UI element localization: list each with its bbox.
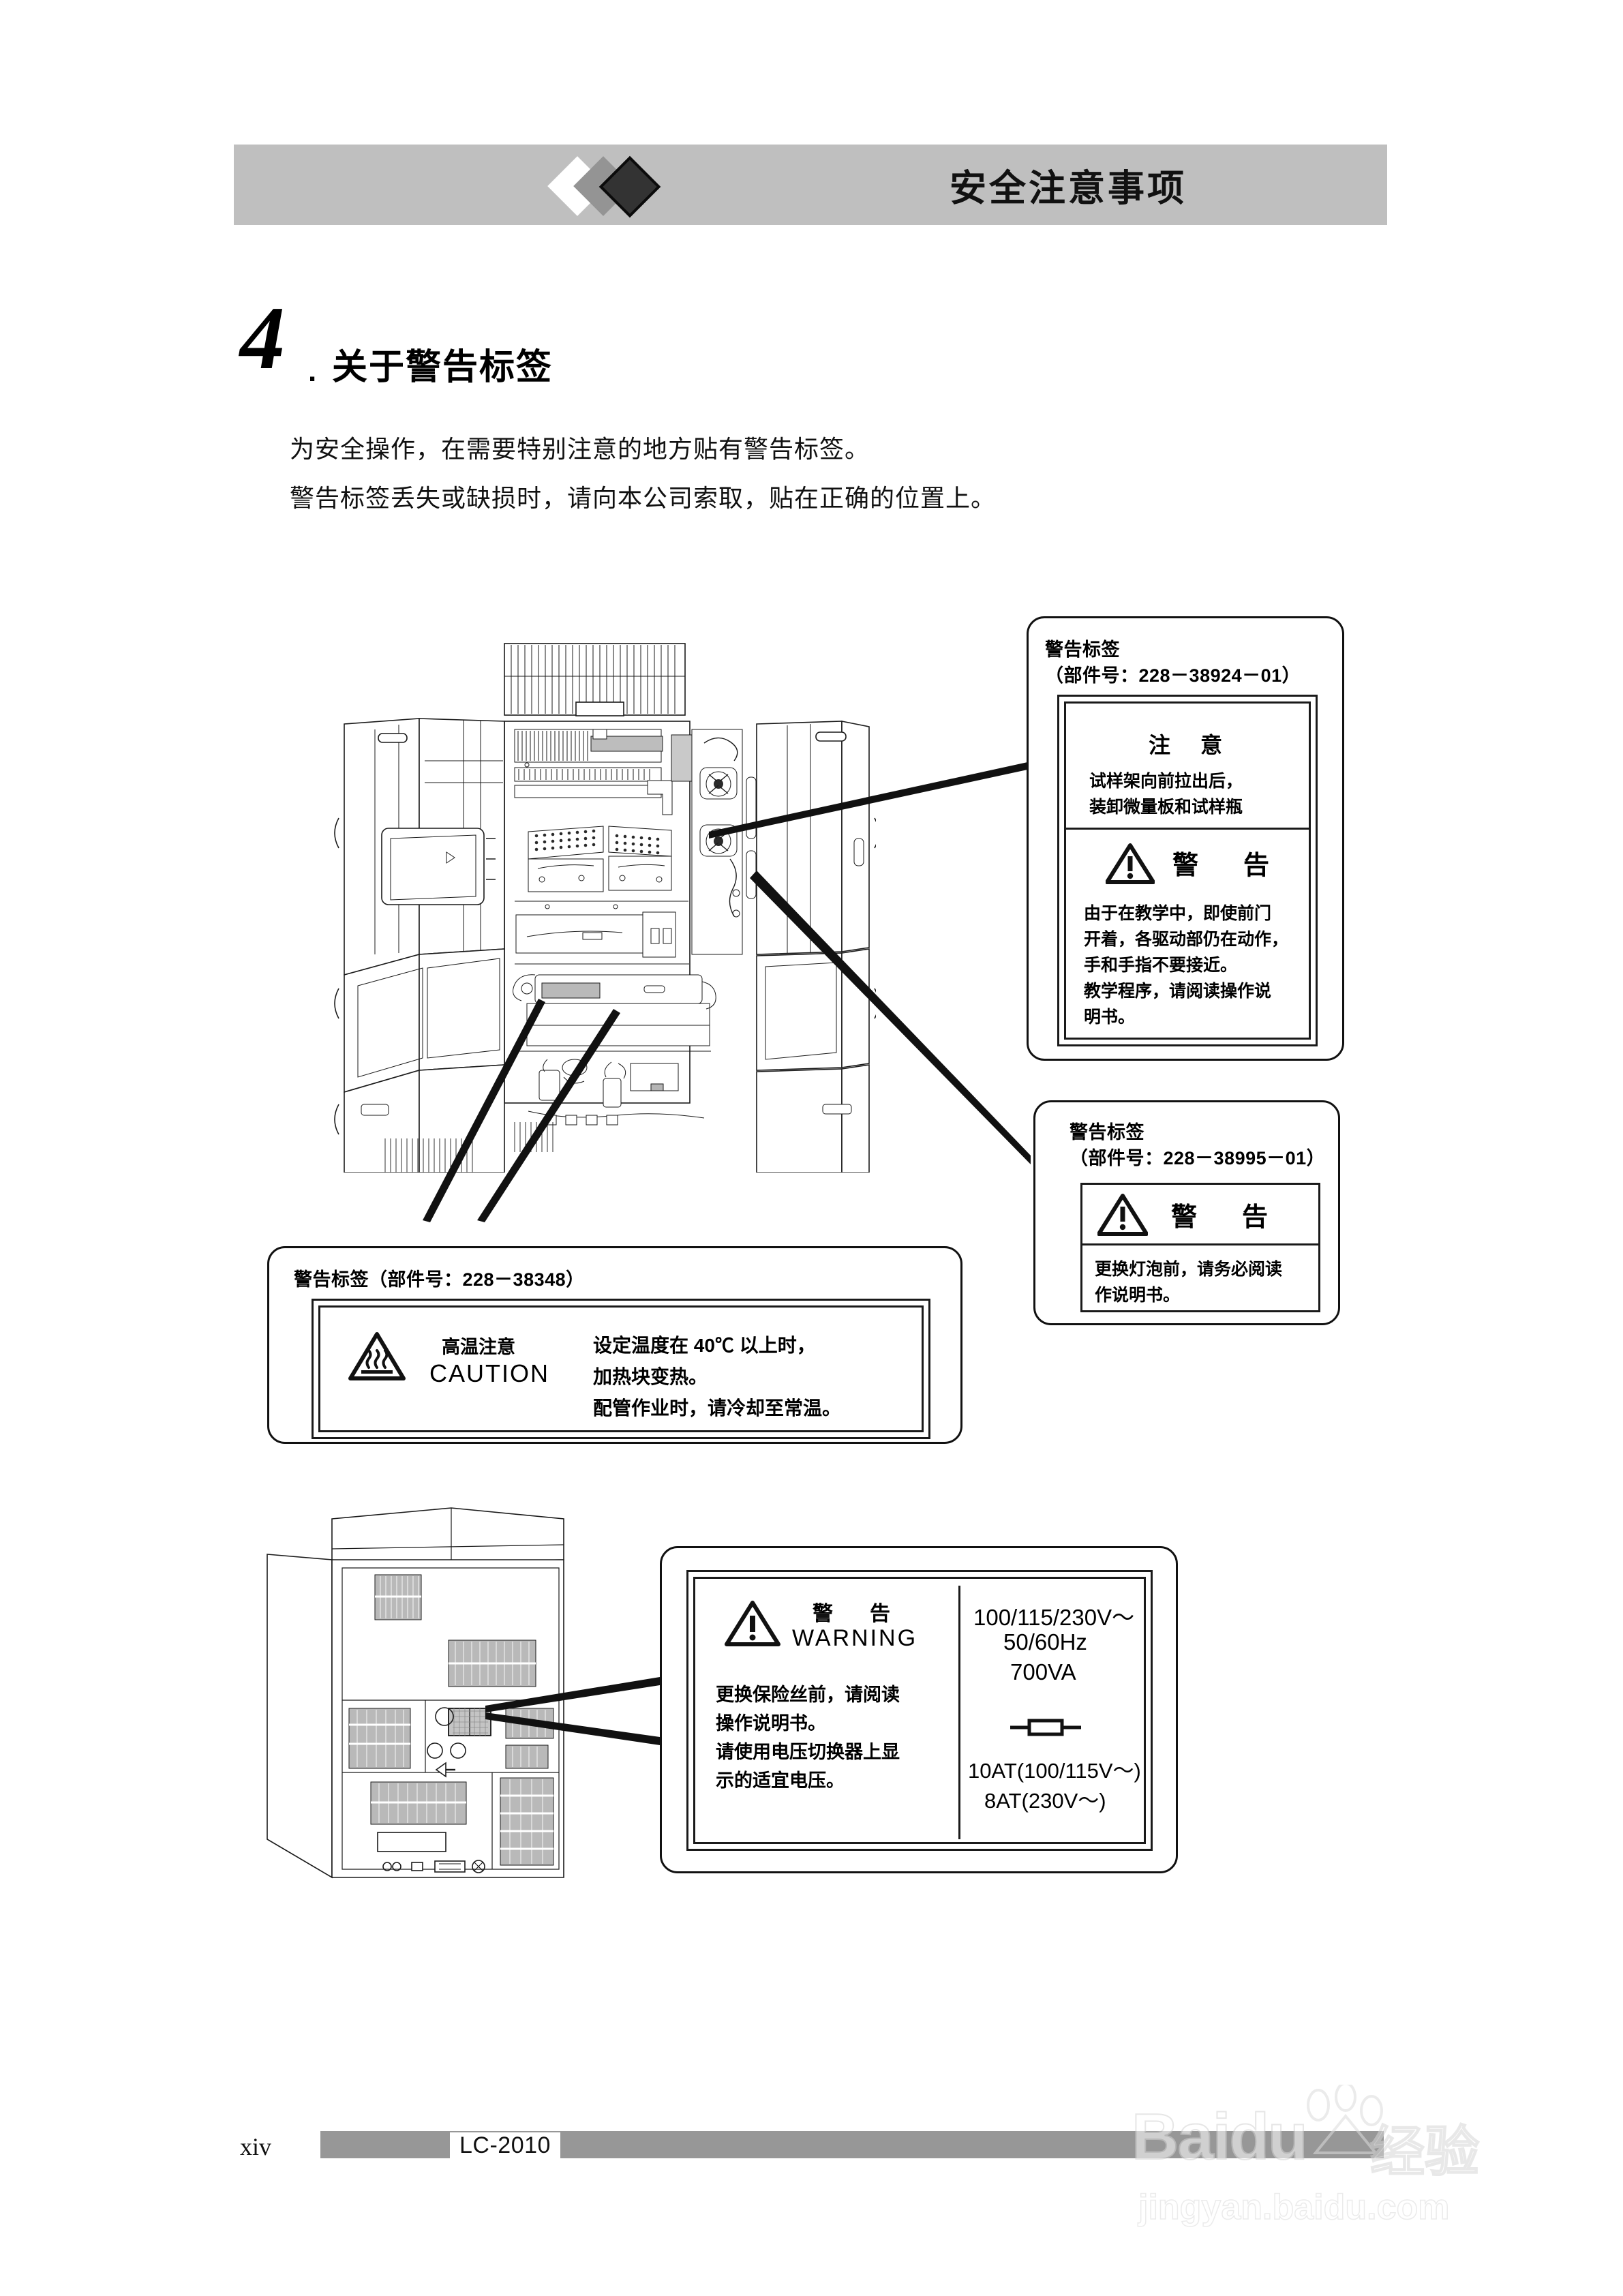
- label-a-caption-line2: （部件号：228－38924－01）: [1045, 665, 1301, 686]
- label-d-line-2: 操作说明书。: [716, 1713, 826, 1734]
- page-header-bar: 安全注意事项: [234, 145, 1387, 225]
- label-a-divider: [1066, 828, 1309, 830]
- warning-label-card-c: 警告标签（部件号：228－38348） 高温注意 CAUTION 设定温度在 4…: [267, 1246, 962, 1444]
- label-a-notice-line-1: 试样架向前拉出后，: [1089, 772, 1243, 791]
- page-title: 安全注意事项: [950, 168, 1187, 209]
- label-c-line-3: 配管作业时，请冷却至常温。: [593, 1398, 842, 1419]
- label-a-warning-line-5: 明书。: [1084, 1008, 1136, 1027]
- section-number: 4: [240, 288, 285, 388]
- label-d-warning-heading-cn: 警 告: [813, 1603, 898, 1625]
- fuse-icon: [1010, 1719, 1081, 1736]
- label-b-divider: [1082, 1243, 1318, 1245]
- label-c-sticker: 高温注意 CAUTION 设定温度在 40℃ 以上时， 加热块变热。 配管作业时…: [312, 1299, 930, 1439]
- label-d-rating-line-2: 50/60Hz: [1003, 1629, 1087, 1655]
- label-a-notice-line-2: 装卸微量板和试样瓶: [1089, 798, 1243, 817]
- label-b-warning-line-2: 作说明书。: [1095, 1286, 1181, 1305]
- label-d-warning-heading-en: WARNING: [792, 1625, 918, 1651]
- watermark-url: jingyan.baidu.com: [1138, 2187, 1450, 2228]
- label-a-notice-heading: 注 意: [1148, 733, 1226, 757]
- label-b-caption-line1: 警告标签: [1070, 1122, 1144, 1143]
- label-d-fuse-line-2: 8AT(230V〜): [984, 1789, 1106, 1813]
- model-code: LC-2010: [450, 2132, 560, 2159]
- warning-triangle-icon: [1106, 843, 1155, 884]
- label-a-warning-line-2: 开着，各驱动部仍在动作，: [1084, 930, 1289, 949]
- label-d-sticker: 警 告 WARNING 更换保险丝前，请阅读 操作说明书。 请使用电压切换器上显…: [686, 1570, 1153, 1851]
- label-d-divider: [958, 1586, 960, 1839]
- label-d-line-3: 请使用电压切换器上显: [716, 1742, 900, 1762]
- label-b-warning-line-1: 更换灯泡前，请务必阅读: [1095, 1260, 1283, 1279]
- watermark-brand: Baidu: [1131, 2100, 1309, 2174]
- label-d-rating-line-1: 100/115/230V〜: [973, 1605, 1135, 1630]
- label-b-caption-line2: （部件号：228－38995－01）: [1070, 1148, 1326, 1168]
- label-a-warning-line-3: 手和手指不要接近。: [1084, 956, 1238, 975]
- warning-label-card-d: 警 告 WARNING 更换保险丝前，请阅读 操作说明书。 请使用电压切换器上显…: [660, 1546, 1178, 1873]
- label-b-sticker: 警 告 更换灯泡前，请务必阅读 作说明书。: [1080, 1183, 1320, 1312]
- baidu-watermark: Baidu 经验 jingyan.baidu.com: [1111, 2072, 1534, 2236]
- label-d-line-1: 更换保险丝前，请阅读: [716, 1685, 900, 1705]
- label-c-caption: 警告标签（部件号：228－38348）: [294, 1269, 585, 1290]
- label-a-warning-line-1: 由于在教学中，即使前门: [1084, 904, 1272, 923]
- label-c-hot-title-en: CAUTION: [429, 1359, 549, 1387]
- label-c-hot-title-cn: 高温注意: [442, 1337, 515, 1357]
- label-a-caption-line1: 警告标签: [1045, 639, 1120, 660]
- label-a-warning-line-4: 教学程序，请阅读操作说: [1084, 982, 1272, 1001]
- watermark-brand-cn: 经验: [1369, 2121, 1480, 2183]
- warning-label-card-a: 警告标签 （部件号：228－38924－01） 注 意 试样架向前拉出后， 装卸…: [1027, 616, 1344, 1061]
- page-number: xiv: [240, 2133, 272, 2160]
- header-diamond-group: [544, 155, 721, 218]
- label-c-line-1: 设定温度在 40℃ 以上时，: [593, 1335, 816, 1356]
- label-a-warning-heading: 警 告: [1172, 851, 1279, 880]
- paw-icon: [1307, 2085, 1383, 2154]
- section-title: 关于警告标签: [332, 348, 553, 387]
- warning-triangle-icon: [725, 1601, 780, 1646]
- hot-surface-icon: [348, 1332, 406, 1380]
- body-paragraph-line-2: 警告标签丢失或缺损时，请向本公司索取，贴在正确的位置上。: [290, 484, 997, 512]
- instrument-front-diagram: [334, 643, 876, 1173]
- label-d-rating-line-3: 700VA: [1010, 1659, 1076, 1685]
- label-c-line-2: 加热块变热。: [593, 1366, 708, 1387]
- label-d-line-4: 示的适宜电压。: [716, 1770, 845, 1791]
- instrument-rear-diagram: [267, 1507, 564, 1879]
- label-b-warning-heading: 警 告: [1171, 1203, 1278, 1232]
- label-d-fuse-line-1: 10AT(100/115V〜): [968, 1759, 1141, 1783]
- body-paragraph-line-1: 为安全操作，在需要特别注意的地方贴有警告标签。: [290, 435, 870, 463]
- warning-triangle-icon: [1097, 1194, 1148, 1236]
- section-number-dot: .: [308, 354, 317, 388]
- warning-label-card-b: 警告标签 （部件号：228－38995－01） 警 告 更换灯泡前，请务必阅读 …: [1033, 1100, 1340, 1325]
- label-a-sticker: 注 意 试样架向前拉出后， 装卸微量板和试样瓶 警 告 由于在教学中，即使前门 …: [1057, 695, 1318, 1046]
